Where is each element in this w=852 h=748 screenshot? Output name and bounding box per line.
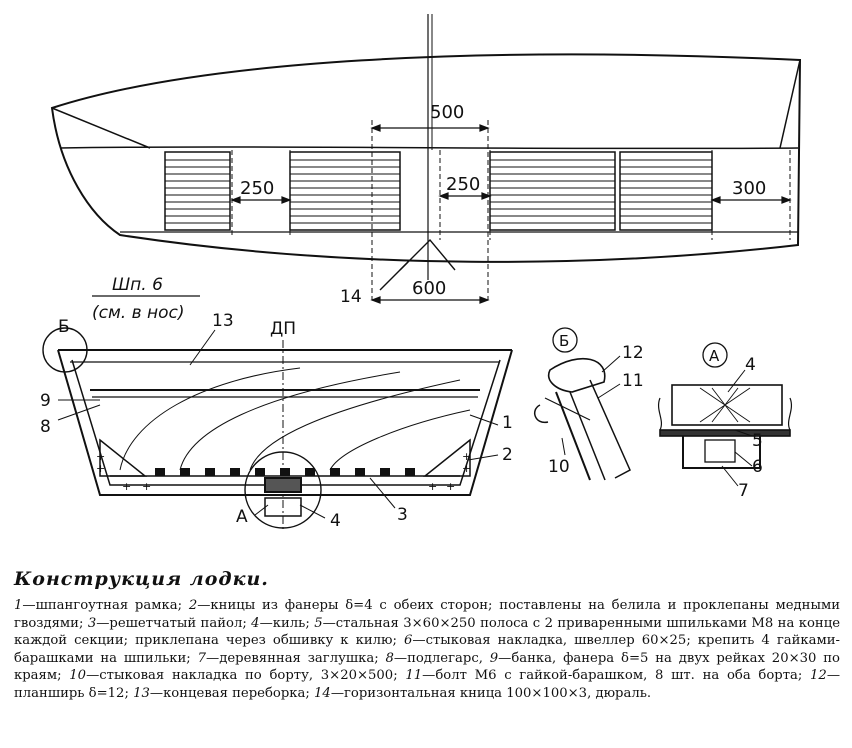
plan-view bbox=[50, 14, 802, 280]
detail-b bbox=[533, 327, 631, 481]
legend-text: —киль; bbox=[259, 615, 315, 631]
callout-14: 14 bbox=[340, 287, 362, 307]
legend-text: —шпангоутная рамка; bbox=[22, 598, 189, 613]
callout-2: 2 bbox=[502, 445, 513, 465]
legend-number: 13 bbox=[133, 685, 150, 701]
legend-text: —стыковая накладка, швеллер 60×25; крепи… bbox=[14, 633, 840, 666]
gunwale-line bbox=[59, 146, 799, 150]
legend-number: 12 bbox=[810, 668, 827, 684]
legend-number: 4 bbox=[251, 615, 260, 631]
legend-number: 1 bbox=[14, 598, 23, 613]
legend-text: —стальная 3×60×250 полоса с 2 приваренны… bbox=[14, 615, 840, 649]
floorboard-section-2 bbox=[289, 151, 401, 231]
legend-text: —кницы из фанеры δ=4 с обеих сторон; пос… bbox=[14, 598, 840, 631]
boat-construction-drawing: 500 250 250 300 600 14 Шп. 6 (см. в нос)… bbox=[40, 14, 802, 531]
callout-10: 10 bbox=[548, 457, 570, 477]
frame-label-line1: Шп. 6 bbox=[112, 275, 163, 295]
dim-300: 300 bbox=[732, 178, 766, 199]
legend-text: —банка, фанера δ=5 на двух рейках 20×30 … bbox=[14, 650, 840, 684]
legend-number: 3 bbox=[87, 615, 97, 631]
legend-number: 11 bbox=[405, 668, 423, 684]
detail-b-letter: Б bbox=[559, 332, 569, 350]
svg-text:+: + bbox=[446, 480, 455, 493]
svg-text:+: + bbox=[96, 450, 105, 463]
legend-number: 9 bbox=[489, 650, 499, 666]
legend-text: —болт М6 с гайкой-барашком, 8 шт. на оба… bbox=[422, 668, 811, 684]
svg-text:+: + bbox=[462, 462, 471, 475]
callout-11: 11 bbox=[622, 371, 644, 391]
hull-outline bbox=[50, 53, 802, 263]
legend-text: —планширь δ=12; bbox=[14, 668, 841, 701]
callout-9: 9 bbox=[40, 391, 51, 411]
callout-7: 7 bbox=[738, 481, 749, 501]
legend-text: —горизонтальная кница 100×100×3, дюраль. bbox=[330, 685, 652, 701]
centerline-label: ДП bbox=[270, 319, 296, 339]
callout-6: 6 bbox=[752, 457, 763, 477]
caption-body: 1—шпангоутная рамка; 2—кницы из фанеры δ… bbox=[14, 597, 840, 703]
horizontal-knee bbox=[379, 238, 456, 291]
detail-a bbox=[657, 342, 793, 487]
dim-250-right: 250 bbox=[446, 174, 480, 195]
callout-12: 12 bbox=[622, 343, 644, 363]
legend-number: 8 bbox=[385, 650, 394, 666]
callout-13: 13 bbox=[212, 311, 234, 331]
dim-250-left: 250 bbox=[240, 178, 274, 199]
legend-text: —деревянная заглушка; bbox=[206, 650, 386, 666]
section-view bbox=[42, 327, 513, 530]
legend-number: 6 bbox=[403, 633, 413, 649]
legend-number: 5 bbox=[314, 615, 323, 631]
legend-text: —решетчатый пайол; bbox=[96, 615, 252, 631]
floorboard-section-4 bbox=[619, 151, 713, 231]
legend-text: —стыковая накладка по борту, 3×20×500; bbox=[86, 668, 406, 684]
callout-a-4: 4 bbox=[745, 355, 756, 375]
dim-500: 500 bbox=[430, 102, 464, 123]
callout-5: 5 bbox=[752, 431, 763, 451]
detail-a-letter: А bbox=[709, 347, 720, 365]
view-b-label: Б bbox=[58, 317, 70, 337]
legend-number: 2 bbox=[188, 598, 198, 613]
svg-text:+: + bbox=[96, 462, 105, 475]
frame-label-line2: (см. в нос) bbox=[92, 303, 185, 323]
callout-1: 1 bbox=[502, 413, 513, 433]
legend-number: 7 bbox=[197, 650, 207, 666]
legend-number: 10 bbox=[69, 668, 87, 684]
callout-8: 8 bbox=[40, 417, 51, 437]
legend-text: —концевая переборка; bbox=[149, 685, 315, 701]
view-a-label: А bbox=[236, 507, 248, 527]
svg-text:+: + bbox=[142, 480, 151, 493]
callout-3: 3 bbox=[397, 505, 408, 525]
callout-4: 4 bbox=[330, 511, 341, 531]
caption-title: Конструкция лодки. bbox=[14, 568, 269, 590]
svg-text:+: + bbox=[462, 450, 471, 463]
legend-number: 14 bbox=[314, 685, 331, 701]
svg-text:+: + bbox=[428, 480, 437, 493]
svg-text:+: + bbox=[122, 480, 131, 493]
floorboard-section-1 bbox=[164, 151, 231, 231]
floorboard-section-3 bbox=[489, 151, 616, 231]
legend-text: —подлегарс, bbox=[393, 650, 490, 666]
dim-600: 600 bbox=[412, 278, 446, 299]
